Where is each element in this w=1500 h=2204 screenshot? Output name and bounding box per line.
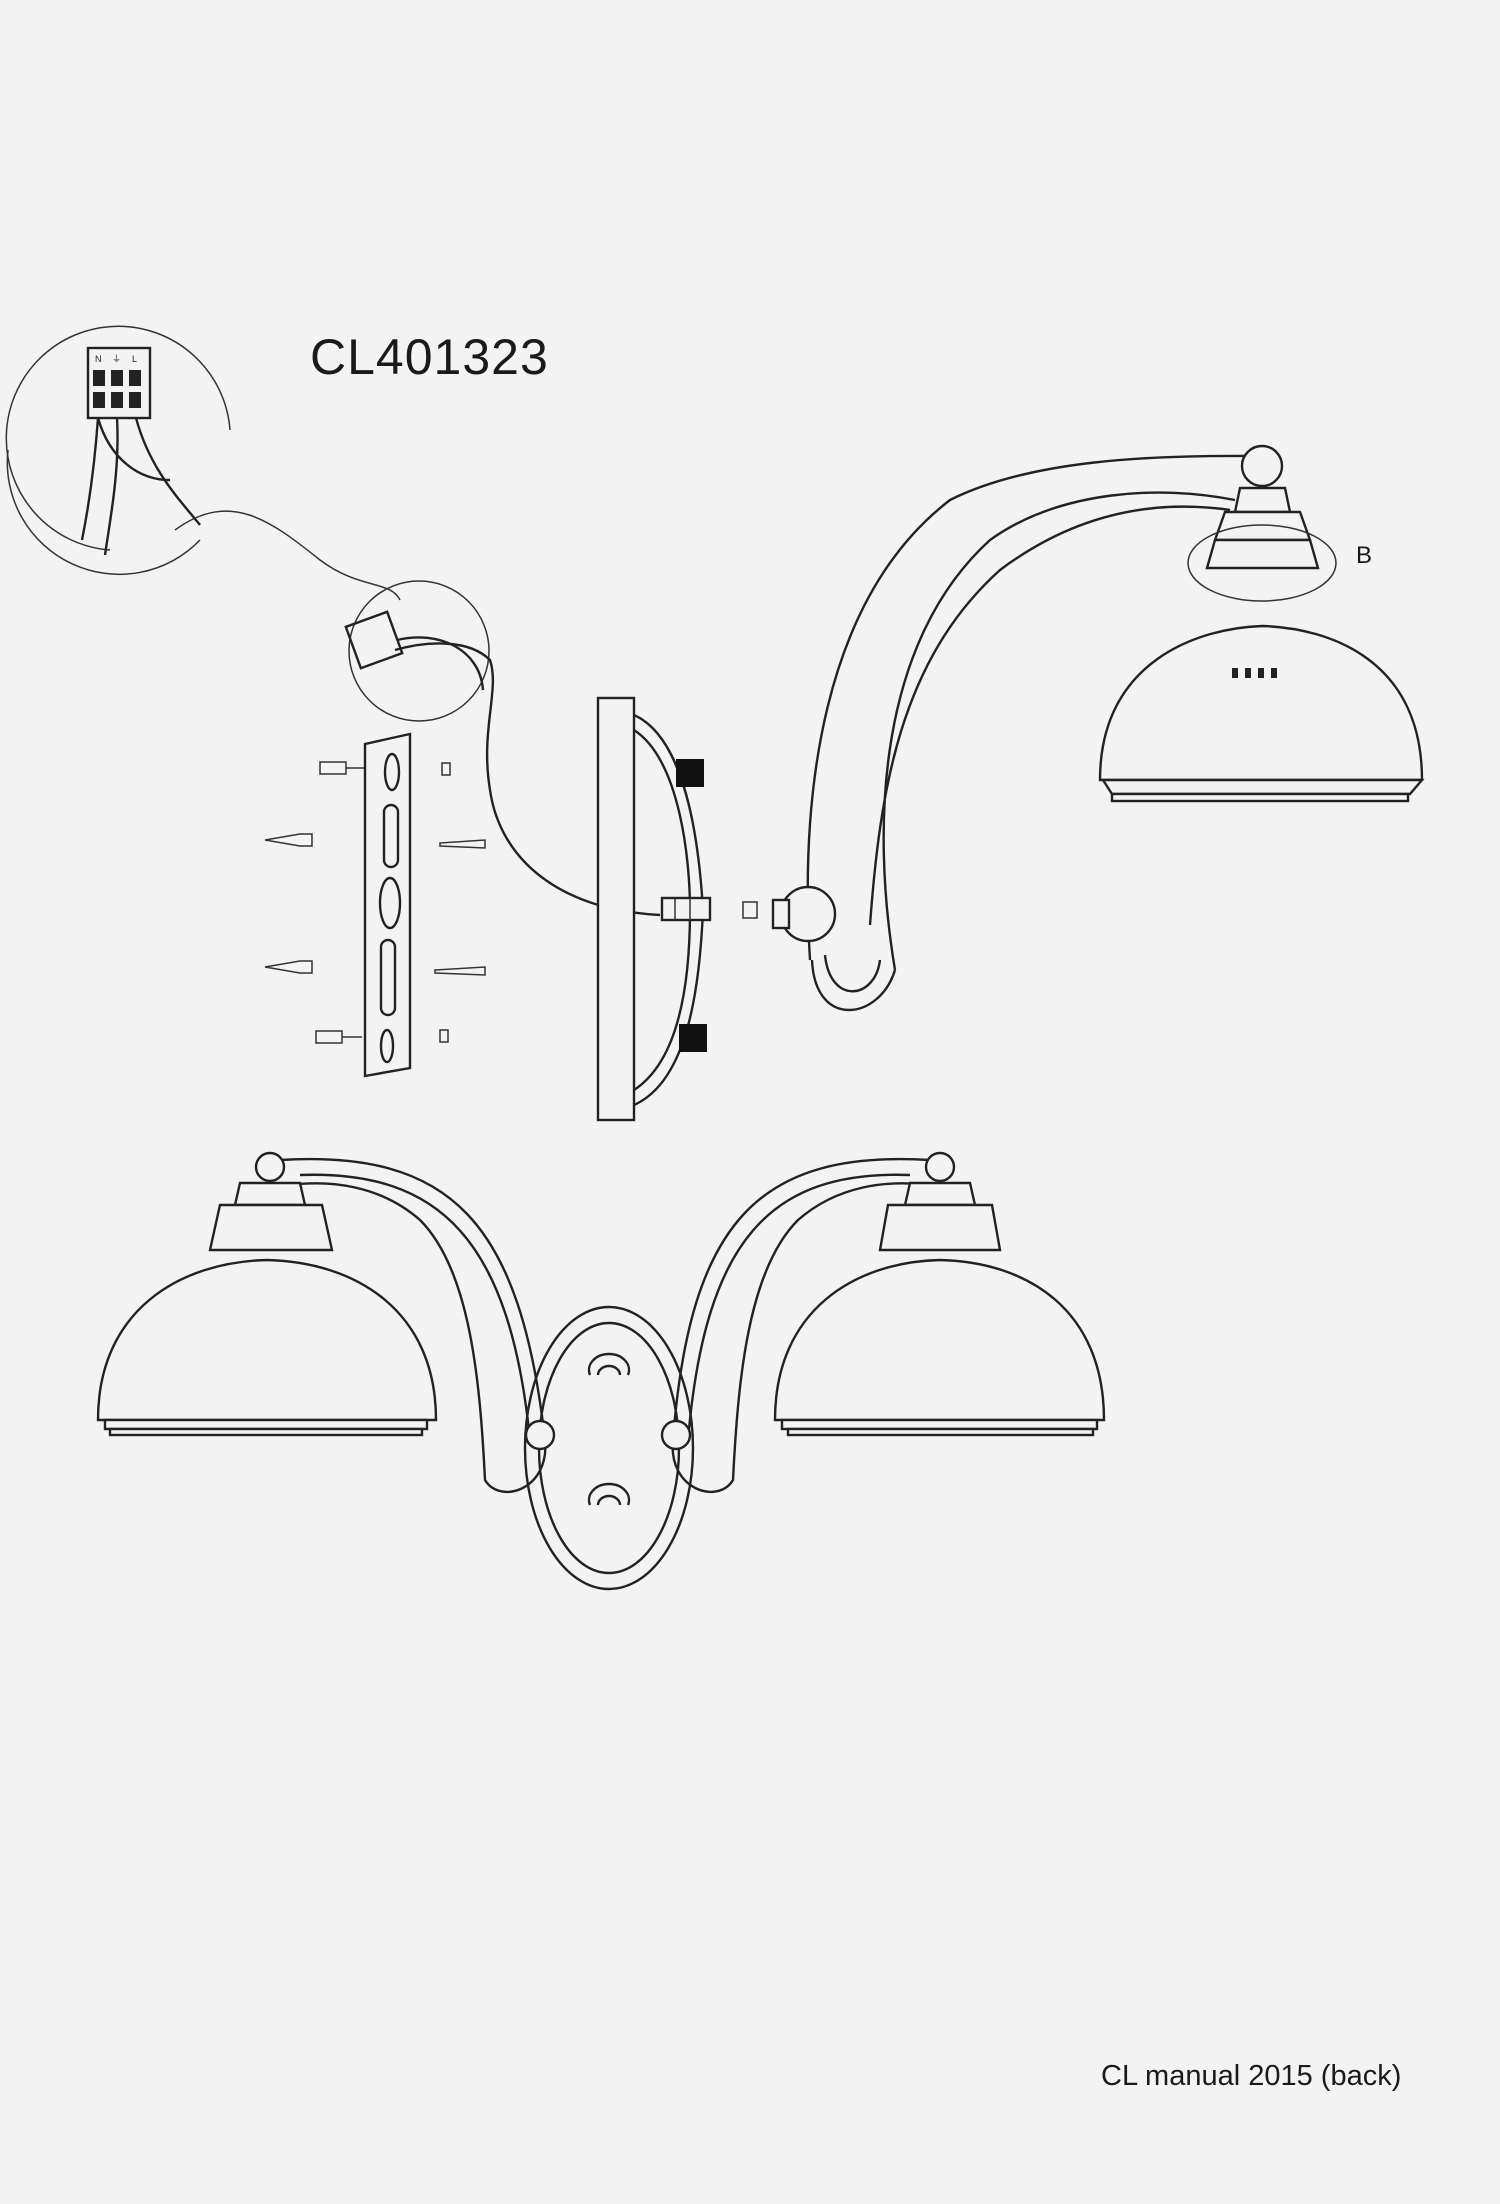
model-number: CL401323: [310, 329, 549, 385]
terminal-label-n: N: [95, 354, 102, 364]
detail-b-ring: [1187, 524, 1337, 602]
screw-slot-top: [587, 1352, 631, 1376]
assembled-fixture: [96, 1151, 1106, 1591]
terminal-block: [93, 370, 141, 408]
terminal-label-l: L: [132, 354, 137, 364]
black-cap-bottom: [679, 1024, 707, 1052]
lamp-arm-exploded: [771, 444, 1425, 1012]
part-label-b: B: [1356, 542, 1373, 569]
connection-detail-circle: [344, 580, 661, 917]
black-cap-top: [676, 759, 704, 787]
terminal-label-earth: ⏚: [112, 354, 121, 364]
wiring-detail-inset: N ⏚ L: [5, 325, 401, 601]
backplate-side: [596, 696, 758, 1122]
mounting-hardware: [264, 761, 486, 1044]
mounting-bracket: [363, 732, 412, 1078]
footer-text: CL manual 2015 (back): [1101, 2060, 1402, 2092]
screw-slot-bottom: [587, 1482, 631, 1506]
